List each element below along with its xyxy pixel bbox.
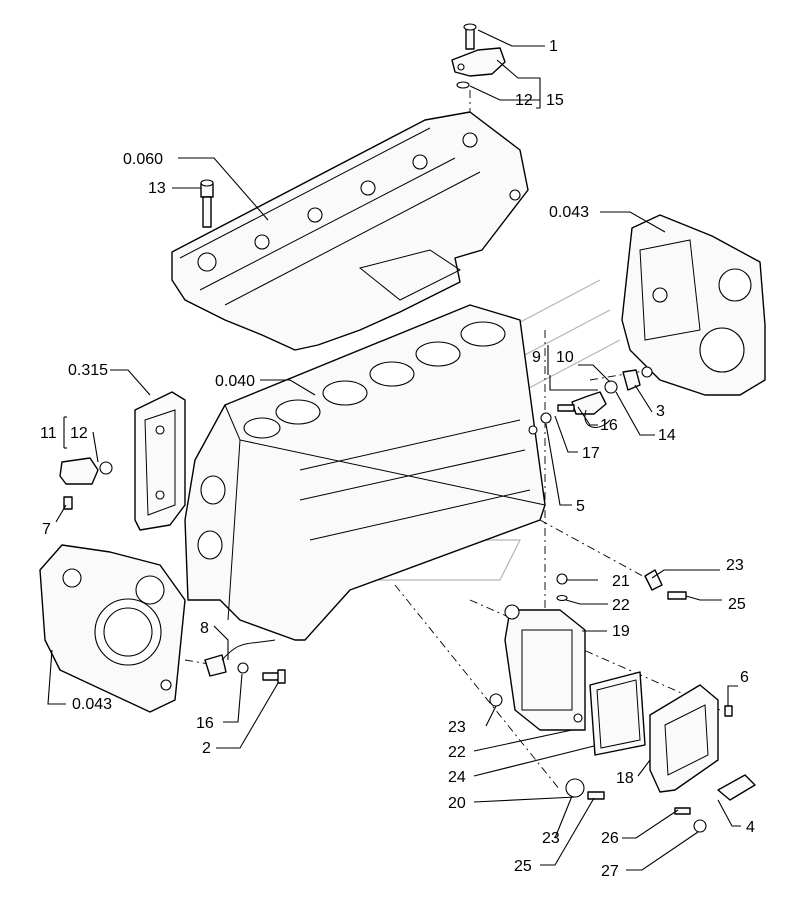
- label-25-top-right: 25: [728, 596, 746, 613]
- label-1: 1: [549, 38, 558, 55]
- label-25-bottom: 25: [514, 858, 532, 875]
- callout-labels: 1 12 15 0.060 13 0.043 9 10 3 14 17 16 5…: [40, 38, 755, 880]
- timing-cover-right: [621, 214, 766, 396]
- cylinder-head: [171, 111, 529, 351]
- label-20: 20: [448, 795, 466, 812]
- label-0-043-left: 0.043: [72, 696, 112, 713]
- label-0-040: 0.040: [215, 373, 255, 390]
- engine-block: [184, 304, 546, 641]
- top-sensor-assembly: [451, 23, 506, 89]
- label-3: 3: [656, 403, 665, 420]
- label-13: 13: [148, 180, 166, 197]
- oil-cooler-cover: [134, 391, 186, 531]
- label-16-left: 16: [196, 715, 214, 732]
- label-4: 4: [746, 819, 755, 836]
- label-22-top: 22: [612, 597, 630, 614]
- crank-sensor: [204, 639, 286, 684]
- label-26: 26: [601, 830, 619, 847]
- label-19: 19: [612, 623, 630, 640]
- sensor-bolt-13: [200, 179, 214, 228]
- label-6: 6: [740, 669, 749, 686]
- sensor-parts-right: [528, 366, 653, 435]
- label-23-mid: 23: [448, 719, 466, 736]
- label-15: 15: [546, 92, 564, 109]
- label-12-left: 12: [70, 425, 88, 442]
- label-9: 9: [532, 349, 541, 366]
- ecu-bracket: [489, 604, 586, 731]
- label-18: 18: [616, 770, 634, 787]
- label-10: 10: [556, 349, 574, 366]
- label-7: 7: [42, 521, 51, 538]
- label-21: 21: [612, 573, 630, 590]
- label-24: 24: [448, 769, 466, 786]
- label-0-315: 0.315: [68, 362, 108, 379]
- label-12-top: 12: [515, 92, 533, 109]
- label-14: 14: [658, 427, 676, 444]
- label-0-043-right: 0.043: [549, 204, 589, 221]
- leader-lines: [47, 29, 741, 871]
- label-0-060: 0.060: [123, 151, 163, 168]
- label-8: 8: [200, 620, 209, 637]
- label-22-mid: 22: [448, 744, 466, 761]
- front-cover-left: [39, 544, 186, 713]
- sensor-assembly-left: [59, 457, 113, 510]
- label-23-bottom: 23: [542, 830, 560, 847]
- small-hardware: [556, 569, 756, 833]
- label-27: 27: [601, 863, 619, 880]
- label-17: 17: [582, 445, 600, 462]
- label-5: 5: [576, 498, 585, 515]
- label-2: 2: [202, 740, 211, 757]
- gasket: [589, 671, 646, 756]
- alignment-lines: [184, 90, 721, 791]
- ecu-unit: [649, 684, 719, 793]
- label-16-right: 16: [600, 417, 618, 434]
- label-11: 11: [40, 425, 57, 442]
- label-23-top-right: 23: [726, 557, 744, 574]
